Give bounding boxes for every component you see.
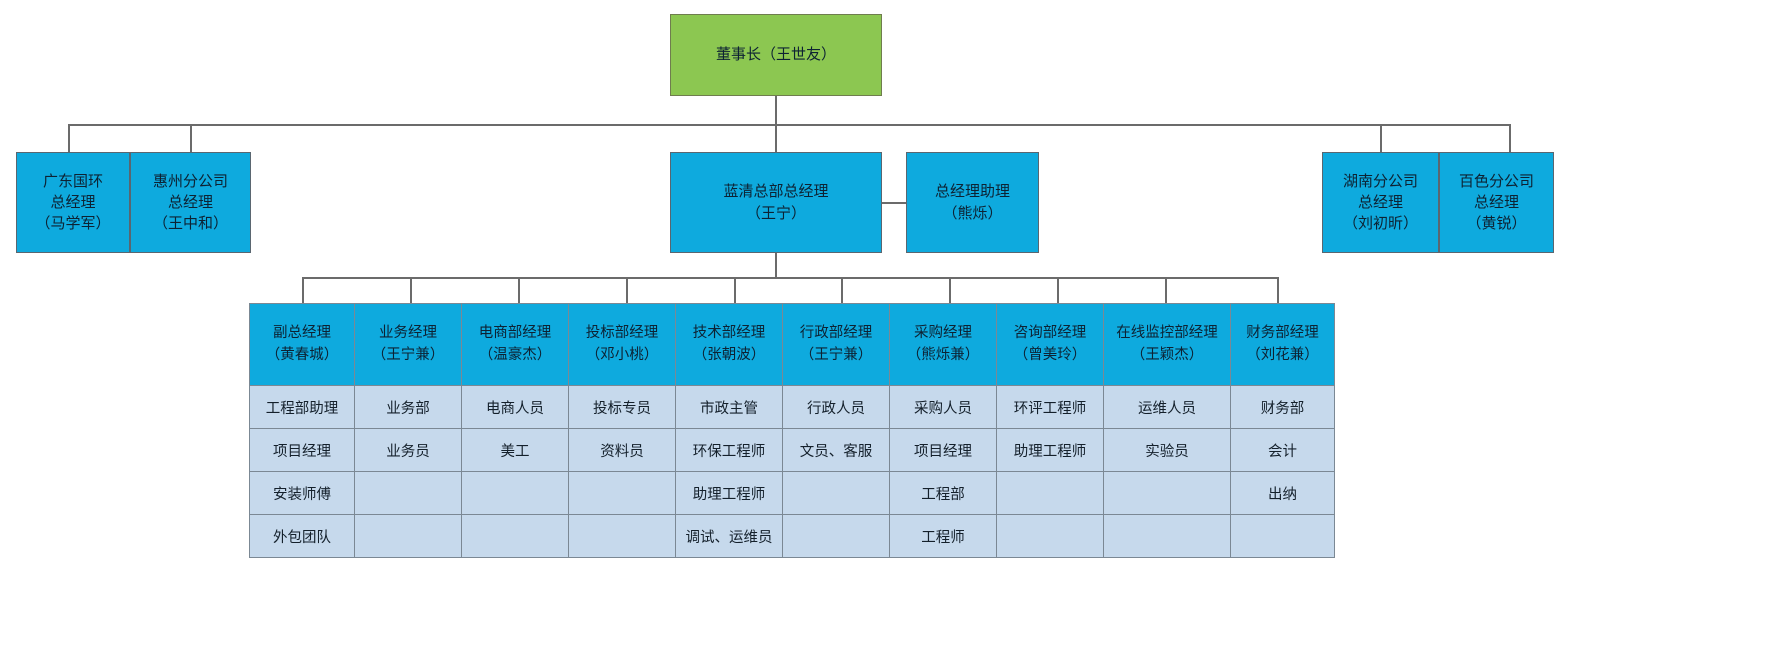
staff-cell[interactable]: 环评工程师	[996, 385, 1104, 429]
branch-box-baise[interactable]: 百色分公司 总经理 （黄锐）	[1439, 152, 1554, 253]
connector-drop-huizhou	[190, 124, 192, 152]
connector-assistant-link	[882, 202, 906, 204]
staff-cell[interactable]: 文员、客服	[782, 428, 890, 472]
branch-box-guangdong[interactable]: 广东国环 总经理 （马学军）	[16, 152, 130, 253]
connector-drop-dept-4	[626, 277, 628, 303]
staff-cell[interactable]: 项目经理	[889, 428, 997, 472]
staff-cell-empty[interactable]	[1230, 514, 1335, 558]
staff-cell[interactable]: 工程部助理	[249, 385, 355, 429]
dept-header-bidding[interactable]: 投标部经理 （邓小桃）	[568, 303, 676, 386]
connector-top-bus	[68, 124, 1510, 126]
staff-cell[interactable]: 投标专员	[568, 385, 676, 429]
branch-box-huizhou[interactable]: 惠州分公司 总经理 （王中和）	[130, 152, 251, 253]
dept-header-business[interactable]: 业务经理 （王宁兼）	[354, 303, 462, 386]
staff-cell[interactable]: 助理工程师	[996, 428, 1104, 472]
dept-header-deputy-gm[interactable]: 副总经理 （黄春城）	[249, 303, 355, 386]
staff-cell-empty[interactable]	[782, 514, 890, 558]
staff-cell-empty[interactable]	[782, 471, 890, 515]
connector-drop-dept-5	[734, 277, 736, 303]
staff-cell[interactable]: 业务员	[354, 428, 462, 472]
dept-header-ecommerce[interactable]: 电商部经理 （温豪杰）	[461, 303, 569, 386]
headquarters-manager-box[interactable]: 蓝清总部总经理 （王宁）	[670, 152, 882, 253]
staff-row: 项目经理 业务员 美工 资料员 环保工程师 文员、客服 项目经理 助理工程师 实…	[249, 428, 1335, 472]
connector-drop-baise	[1509, 124, 1511, 152]
dept-header-online-monitoring[interactable]: 在线监控部经理 （王颖杰）	[1103, 303, 1231, 386]
staff-cell[interactable]: 安装师傅	[249, 471, 355, 515]
staff-cell[interactable]: 资料员	[568, 428, 676, 472]
department-grid: 副总经理 （黄春城） 业务经理 （王宁兼） 电商部经理 （温豪杰） 投标部经理 …	[249, 303, 1335, 558]
staff-cell[interactable]: 美工	[461, 428, 569, 472]
dept-header-finance[interactable]: 财务部经理 （刘花兼）	[1230, 303, 1335, 386]
branch-box-hunan[interactable]: 湖南分公司 总经理 （刘初昕）	[1322, 152, 1439, 253]
staff-cell-empty[interactable]	[568, 471, 676, 515]
connector-drop-dept-3	[518, 277, 520, 303]
staff-cell-empty[interactable]	[568, 514, 676, 558]
department-header-row: 副总经理 （黄春城） 业务经理 （王宁兼） 电商部经理 （温豪杰） 投标部经理 …	[249, 303, 1335, 386]
staff-cell[interactable]: 项目经理	[249, 428, 355, 472]
connector-drop-dept-6	[841, 277, 843, 303]
connector-drop-dept-2	[410, 277, 412, 303]
staff-cell-empty[interactable]	[1103, 471, 1231, 515]
staff-cell[interactable]: 工程部	[889, 471, 997, 515]
staff-cell[interactable]: 业务部	[354, 385, 462, 429]
staff-cell-empty[interactable]	[354, 514, 462, 558]
staff-cell[interactable]: 采购人员	[889, 385, 997, 429]
connector-hq-stem	[775, 253, 777, 277]
staff-cell-empty[interactable]	[354, 471, 462, 515]
staff-cell[interactable]: 出纳	[1230, 471, 1335, 515]
staff-cell[interactable]: 行政人员	[782, 385, 890, 429]
connector-drop-hunan	[1380, 124, 1382, 152]
staff-cell-empty[interactable]	[1103, 514, 1231, 558]
staff-cell[interactable]: 环保工程师	[675, 428, 783, 472]
department-table: 副总经理 （黄春城） 业务经理 （王宁兼） 电商部经理 （温豪杰） 投标部经理 …	[249, 303, 1335, 558]
staff-row: 安装师傅 助理工程师 工程部 出纳	[249, 471, 1335, 515]
staff-cell-empty[interactable]	[461, 514, 569, 558]
staff-cell[interactable]: 电商人员	[461, 385, 569, 429]
dept-header-technical[interactable]: 技术部经理 （张朝波）	[675, 303, 783, 386]
connector-drop-dept-1	[302, 277, 304, 303]
staff-cell[interactable]: 实验员	[1103, 428, 1231, 472]
connector-drop-dept-10	[1277, 277, 1279, 303]
staff-cell[interactable]: 外包团队	[249, 514, 355, 558]
staff-row: 工程部助理 业务部 电商人员 投标专员 市政主管 行政人员 采购人员 环评工程师…	[249, 385, 1335, 429]
staff-cell[interactable]: 市政主管	[675, 385, 783, 429]
dept-header-administration[interactable]: 行政部经理 （王宁兼）	[782, 303, 890, 386]
connector-department-bus	[302, 277, 1277, 279]
staff-cell[interactable]: 工程师	[889, 514, 997, 558]
staff-cell[interactable]: 运维人员	[1103, 385, 1231, 429]
connector-drop-dept-9	[1165, 277, 1167, 303]
dept-header-consulting[interactable]: 咨询部经理 （曾美玲）	[996, 303, 1104, 386]
staff-cell-empty[interactable]	[996, 471, 1104, 515]
staff-cell[interactable]: 助理工程师	[675, 471, 783, 515]
staff-cell-empty[interactable]	[461, 471, 569, 515]
general-manager-assistant-box[interactable]: 总经理助理 （熊烁）	[906, 152, 1039, 253]
staff-cell-empty[interactable]	[996, 514, 1104, 558]
dept-header-procurement[interactable]: 采购经理 （熊烁兼）	[889, 303, 997, 386]
connector-drop-dept-8	[1057, 277, 1059, 303]
staff-row: 外包团队 调试、运维员 工程师	[249, 514, 1335, 558]
connector-drop-headquarters	[775, 124, 777, 152]
staff-cell[interactable]: 财务部	[1230, 385, 1335, 429]
connector-chairman-stem	[775, 96, 777, 124]
chairman-box[interactable]: 董事长（王世友）	[670, 14, 882, 96]
connector-drop-guangdong	[68, 124, 70, 152]
connector-drop-dept-7	[949, 277, 951, 303]
staff-cell[interactable]: 会计	[1230, 428, 1335, 472]
staff-cell[interactable]: 调试、运维员	[675, 514, 783, 558]
